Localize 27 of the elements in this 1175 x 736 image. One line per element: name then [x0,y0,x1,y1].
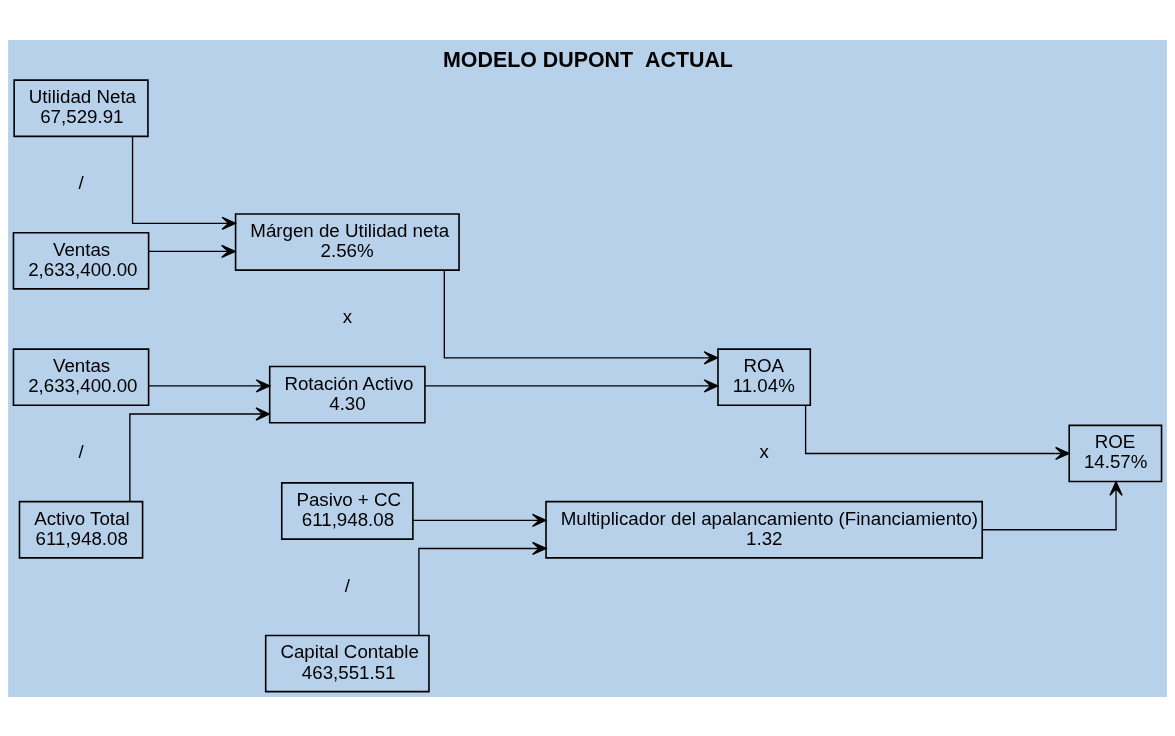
node-box: Ventas 2,633,400.00 [12,347,150,406]
node-box: Rotación Activo 4.30 [268,365,426,423]
label: / [78,171,84,193]
arrow [148,378,271,393]
label: x [342,305,352,327]
arrow [981,480,1123,530]
arrow [131,135,237,230]
node-box: ROA 11.04% [717,347,812,406]
node-box: Multiplicador del apalancamiento (Financiamiento) 1.32 [545,500,984,559]
arrow [424,378,719,393]
node-box: Utilidad Neta 67,529.91 [13,78,149,137]
label: / [344,574,350,596]
diagram-title: MODELO DUPONT ACTUAL [442,46,733,71]
label: x [759,440,769,462]
arrow [129,406,271,502]
arrow [443,269,719,364]
node-box: Activo Total 611,948.08 [18,500,144,559]
arrow [148,244,236,258]
node-box: ROE 14.57% [1068,424,1163,482]
label: / [78,440,84,462]
arrow [804,404,1070,460]
node-box: Márgen de Utilidad neta 2.56% [234,212,460,271]
node-box: Capital Contable 463,551.51 [264,634,430,692]
arrow [412,513,547,527]
node-box: Ventas 2,633,400.00 [12,231,150,290]
arrow [418,541,547,636]
node-box: Pasivo + CC 611,948.08 [280,481,414,540]
